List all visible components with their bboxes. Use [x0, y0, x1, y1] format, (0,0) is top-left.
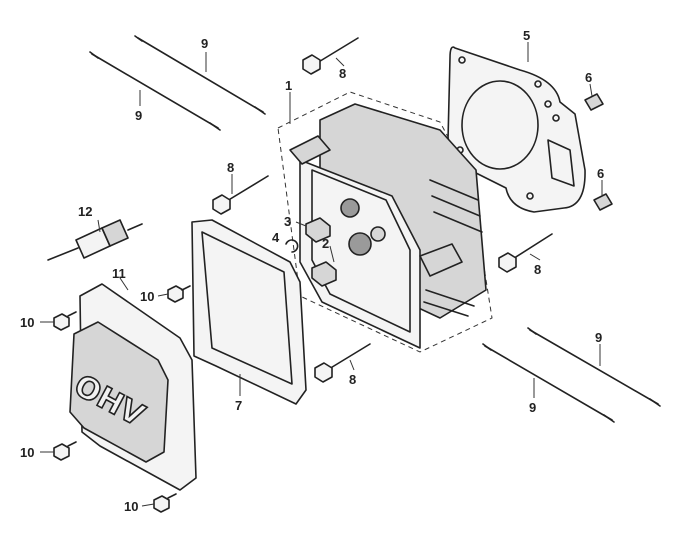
rocker-cover: OHV	[67, 283, 197, 491]
stud-9-lower-a	[527, 327, 661, 407]
bolt-8-mid-right	[498, 233, 553, 273]
head-gasket	[446, 46, 586, 213]
cylinder-head-assembly	[277, 91, 493, 353]
callout-3: 3	[284, 214, 291, 229]
bolt-8-bottom	[314, 343, 371, 383]
dowel-pin-6b	[593, 193, 613, 211]
callout-9: 9	[595, 330, 602, 345]
callout-8: 8	[349, 372, 356, 387]
callout-12: 12	[78, 204, 92, 219]
cover-bolt-10b	[53, 311, 77, 331]
valve-guide-2	[311, 261, 337, 287]
cover-bolt-10d	[153, 493, 177, 513]
callout-11: 11	[112, 266, 126, 281]
stud-9-upper-b	[89, 51, 221, 131]
cover-bolt-10a	[167, 285, 191, 303]
spark-plug	[47, 219, 143, 261]
bolt-8-mid-left	[212, 175, 269, 215]
valve-guide-3	[305, 217, 331, 243]
rocker-cover-gasket	[191, 219, 307, 405]
bolt-8-top	[302, 37, 359, 75]
cover-bolt-10c	[53, 441, 77, 461]
callout-7: 7	[235, 398, 242, 413]
callout-10: 10	[20, 445, 34, 460]
dowel-pin-6a	[584, 93, 604, 111]
callout-10: 10	[124, 499, 138, 514]
callout-5: 5	[523, 28, 530, 43]
callout-4: 4	[272, 230, 280, 245]
callout-10: 10	[20, 315, 34, 330]
callouts: 9 9 8 1 5 6 6 8 3 4 2 12 11 10 10 10 10 …	[20, 28, 604, 514]
stud-9-lower-b	[482, 343, 615, 423]
callout-2: 2	[322, 236, 329, 251]
callout-9: 9	[201, 36, 208, 51]
callout-6: 6	[597, 166, 604, 181]
clip-4	[285, 239, 299, 253]
callout-8: 8	[339, 66, 346, 81]
callout-6: 6	[585, 70, 592, 85]
callout-10: 10	[140, 289, 154, 304]
stud-9-upper-a	[134, 35, 266, 115]
callout-9: 9	[529, 400, 536, 415]
leader-lines	[40, 42, 603, 507]
callout-8: 8	[534, 262, 541, 277]
callout-9: 9	[135, 108, 142, 123]
callout-8: 8	[227, 160, 234, 175]
callout-1: 1	[285, 78, 292, 93]
